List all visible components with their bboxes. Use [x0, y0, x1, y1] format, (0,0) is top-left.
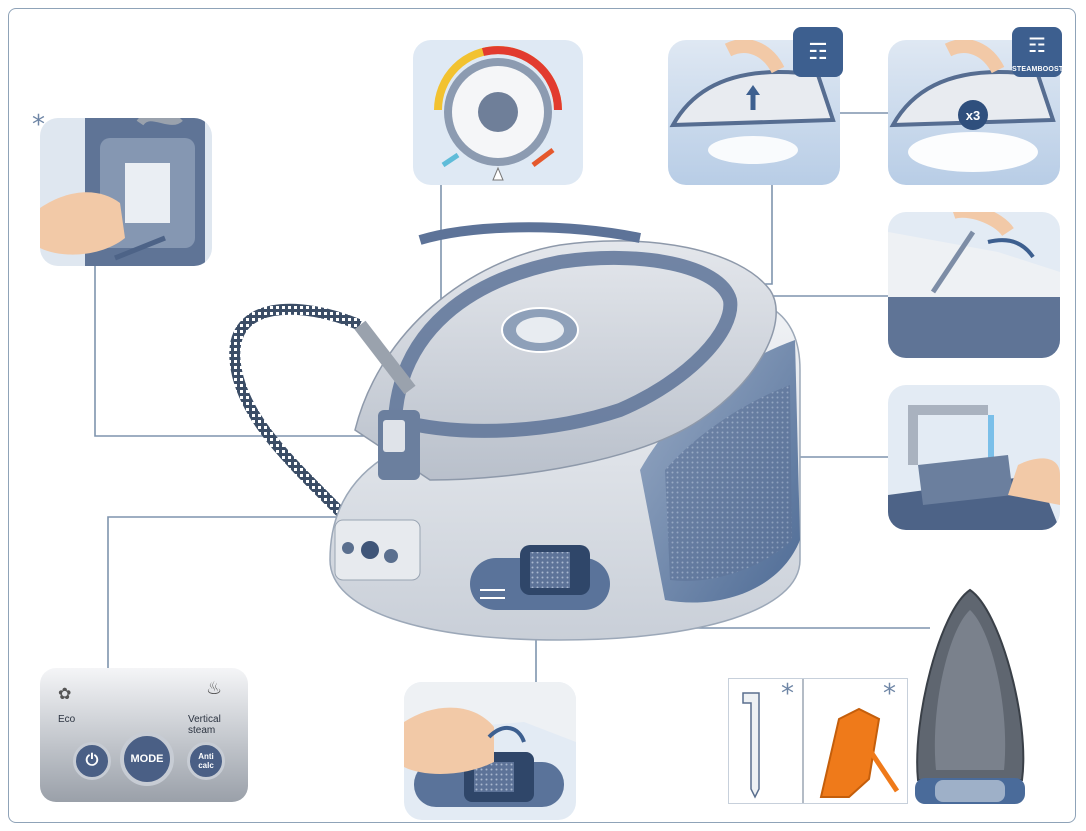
base-mode-button — [361, 541, 379, 559]
mode-button[interactable]: MODE — [120, 732, 174, 786]
boost-multiplier-badge: x3 — [958, 100, 988, 130]
power-button[interactable]: ⏻ — [73, 742, 111, 780]
leader-line-cap — [94, 265, 378, 437]
plug-symbol-icon — [480, 589, 505, 599]
accessory-tool-asterisk: * — [781, 679, 794, 709]
leader-line-control-panel — [107, 516, 352, 672]
panel-temperature-dial — [413, 40, 583, 185]
badge-steam: ☶ — [793, 27, 843, 77]
anticalc-button[interactable]: Anti calc — [187, 742, 225, 780]
steam-hose — [229, 303, 363, 524]
anticalc-label-line2: calc — [198, 761, 214, 770]
figure-frame — [8, 8, 1076, 823]
vertical-steam-icon: ♨ — [206, 678, 223, 698]
base-anticalc-button — [384, 549, 398, 563]
base-power-button — [342, 542, 354, 554]
iron-cap — [383, 420, 405, 452]
steamboost-drops-icon: ☶ — [1028, 35, 1046, 57]
eco-leaf-icon: ✿ — [58, 686, 72, 703]
iron-dial-face — [516, 317, 564, 343]
vertical-steam-label: Vertical steam — [188, 714, 221, 736]
steamboost-label: STEAMBOOST — [1012, 66, 1064, 73]
iron-top-rim — [418, 222, 641, 245]
panel-cord-storage — [404, 682, 576, 820]
cord-storage-grille — [530, 552, 570, 588]
eco-label: Eco — [58, 714, 76, 725]
panel-tank-filling — [888, 385, 1060, 530]
iron-handle — [387, 250, 738, 438]
panel-control-closeup: ✿ Eco ♨ Vertical steam ⏻ MODE Anti calc — [40, 668, 248, 802]
steam-drops-icon: ☶ — [808, 39, 828, 64]
panel-cap-removal — [40, 118, 212, 266]
badge-steamboost: ☶ STEAMBOOST — [1012, 27, 1064, 77]
panel-lock-lever — [888, 212, 1060, 358]
anticalc-label-line1: Anti — [198, 752, 214, 761]
panel-accessories: * * — [728, 678, 908, 804]
power-icon: ⏻ — [85, 752, 99, 769]
accessory-clip-asterisk: * — [883, 679, 896, 709]
iron-cord-sleeve — [354, 320, 416, 395]
tank-texture — [665, 385, 792, 581]
